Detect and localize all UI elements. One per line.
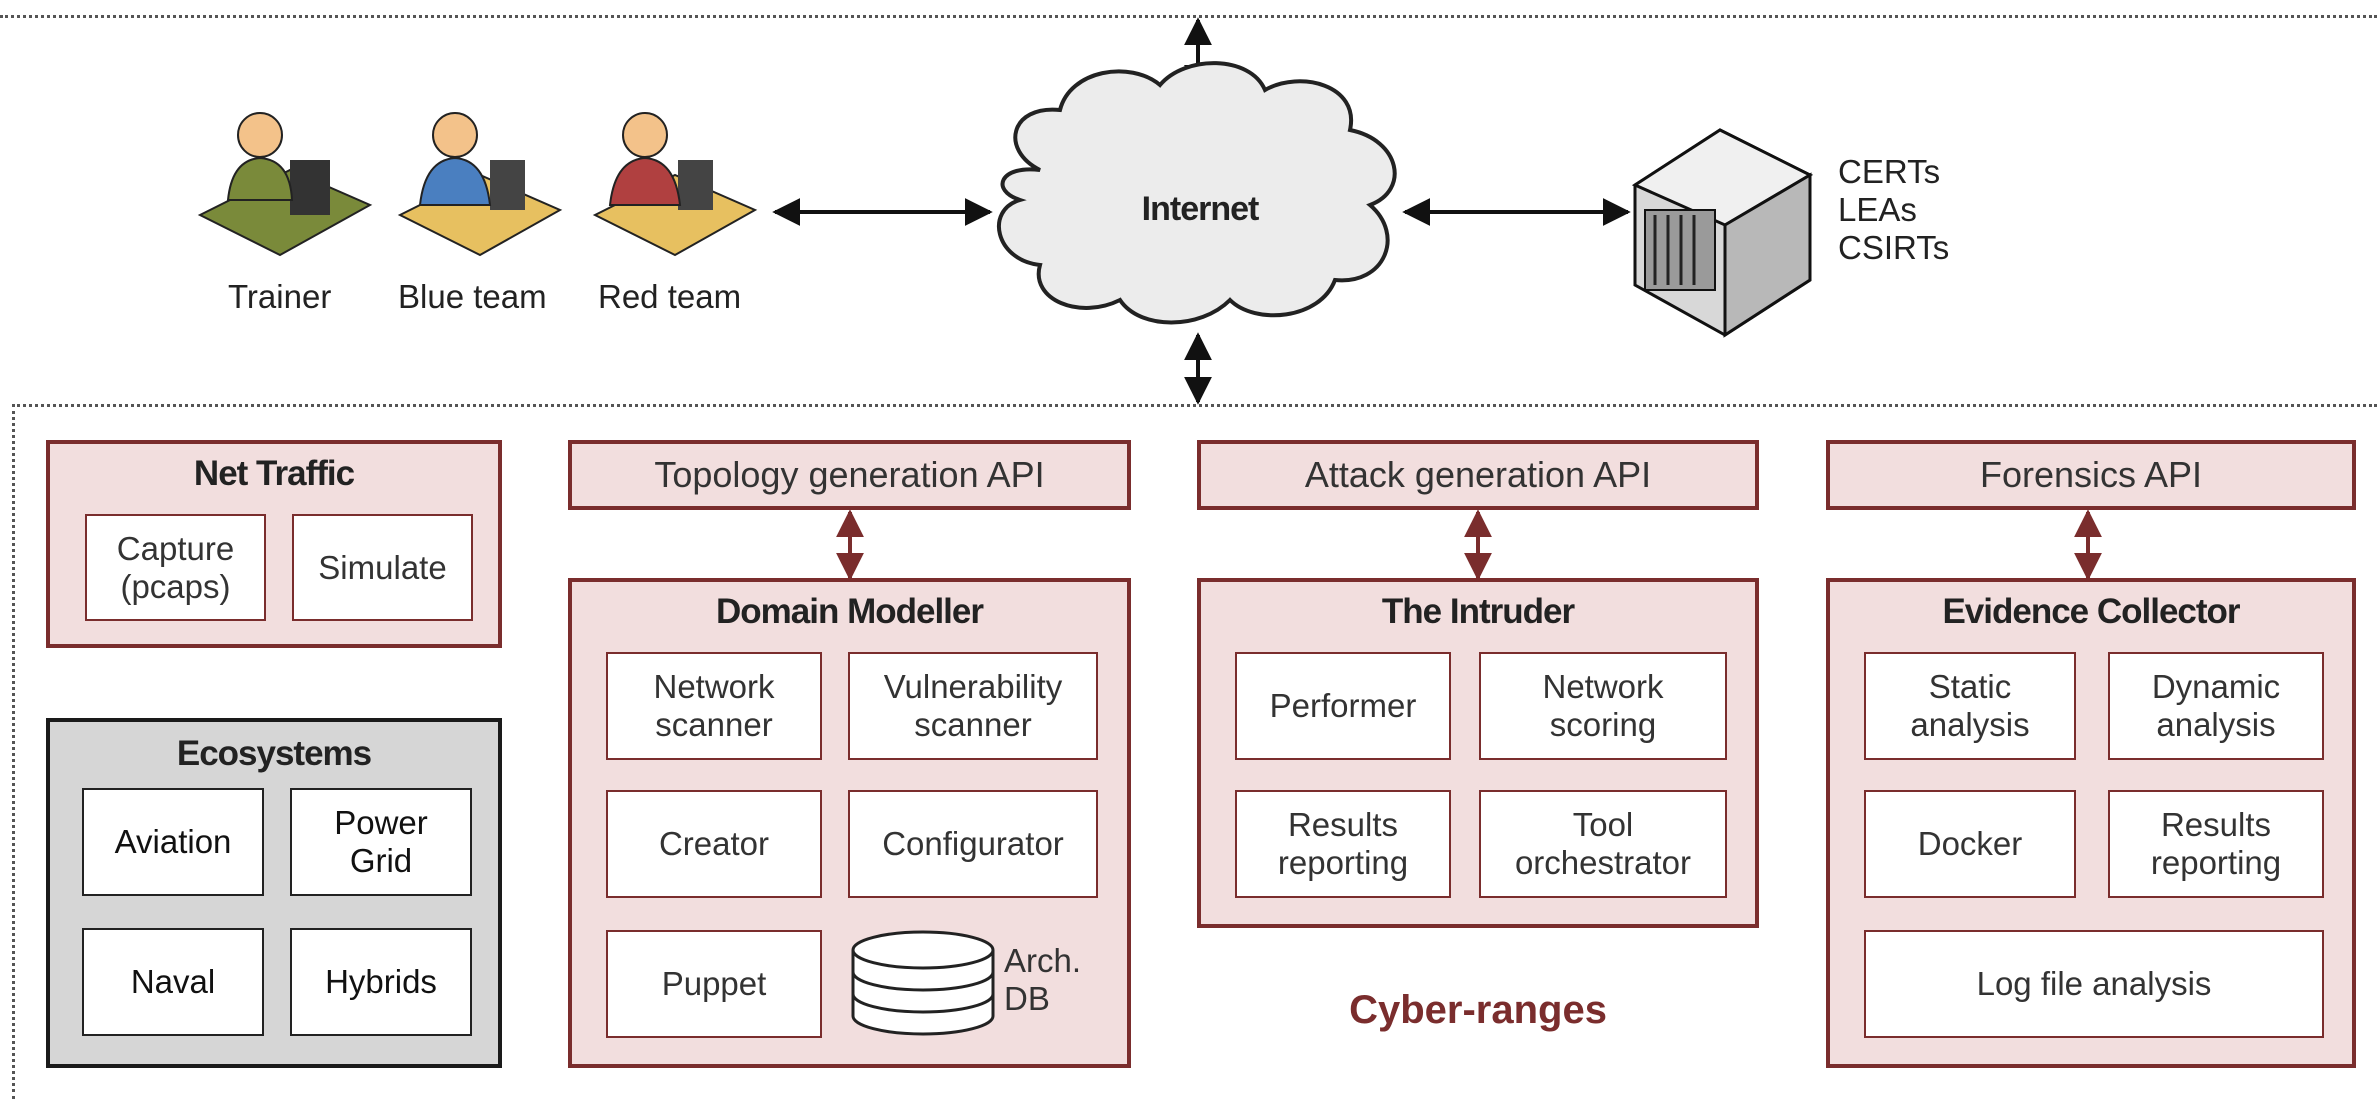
naval-box: Naval [82,928,264,1036]
vulnerability-scanner-box: Vulnerability scanner [848,652,1098,760]
ecosystems-module: Ecosystems Aviation Power Grid Naval Hyb… [46,718,502,1068]
blue-team-workstation-icon [397,112,563,257]
blue-team-label: Blue team [398,278,547,315]
certs-label: CERTs [1838,153,1941,190]
database-icon [851,930,995,1036]
net-traffic-title: Net Traffic [193,454,355,493]
external-orgs: CERTs LEAs CSIRTs [1838,153,1949,267]
evidence-collector-module: Evidence Collector Static analysis Dynam… [1826,578,2356,1068]
trainer-label: Trainer [228,278,332,315]
static-analysis-box: Static analysis [1864,652,2076,760]
intruder-title: The Intruder [1381,592,1575,631]
configurator-box: Configurator [848,790,1098,898]
evidence-collector-title: Evidence Collector [1942,592,2240,631]
power-grid-box: Power Grid [290,788,472,896]
internet-cloud-icon [996,61,1397,325]
arch-db-label: Arch. DB [1004,942,1082,1017]
results-reporting-box: Results reporting [2108,790,2324,898]
intruder-module: The Intruder Performer Network scoring R… [1197,578,1759,928]
leas-label: LEAs [1838,191,1917,228]
cyber-ranges-label: Cyber-ranges [1349,988,1607,1032]
capture-pcaps-box: Capture (pcaps) [85,514,266,621]
dynamic-analysis-box: Dynamic analysis [2108,652,2324,760]
trainer-workstation-icon [197,112,373,257]
ecosystems-title: Ecosystems [176,734,372,773]
aviation-box: Aviation [82,788,264,896]
simulate-box: Simulate [292,514,473,621]
cyber-ranges-boundary-left [12,404,15,1099]
top-boundary [0,15,2377,18]
forensics-api: Forensics API [1826,440,2356,510]
log-file-analysis-box: Log file analysis [1864,930,2324,1038]
domain-modeller-title: Domain Modeller [716,592,984,631]
creator-box: Creator [606,790,822,898]
network-scoring-box: Network scoring [1479,652,1727,760]
server-icon [1631,128,1814,338]
csirts-label: CSIRTs [1838,229,1950,266]
internet-label: Internet [1141,190,1260,228]
domain-modeller-module: Domain Modeller Network scanner Vulnerab… [568,578,1131,1068]
results-reporting-box: Results reporting [1235,790,1451,898]
docker-box: Docker [1864,790,2076,898]
red-team-workstation-icon [592,112,758,257]
topology-generation-api: Topology generation API [568,440,1131,510]
net-traffic-module: Net Traffic Capture (pcaps) Simulate [46,440,502,648]
puppet-box: Puppet [606,930,822,1038]
performer-box: Performer [1235,652,1451,760]
attack-generation-api: Attack generation API [1197,440,1759,510]
hybrids-box: Hybrids [290,928,472,1036]
cyber-ranges-boundary-top [12,404,2377,407]
network-scanner-box: Network scanner [606,652,822,760]
red-team-label: Red team [598,278,742,315]
tool-orchestrator-box: Tool orchestrator [1479,790,1727,898]
